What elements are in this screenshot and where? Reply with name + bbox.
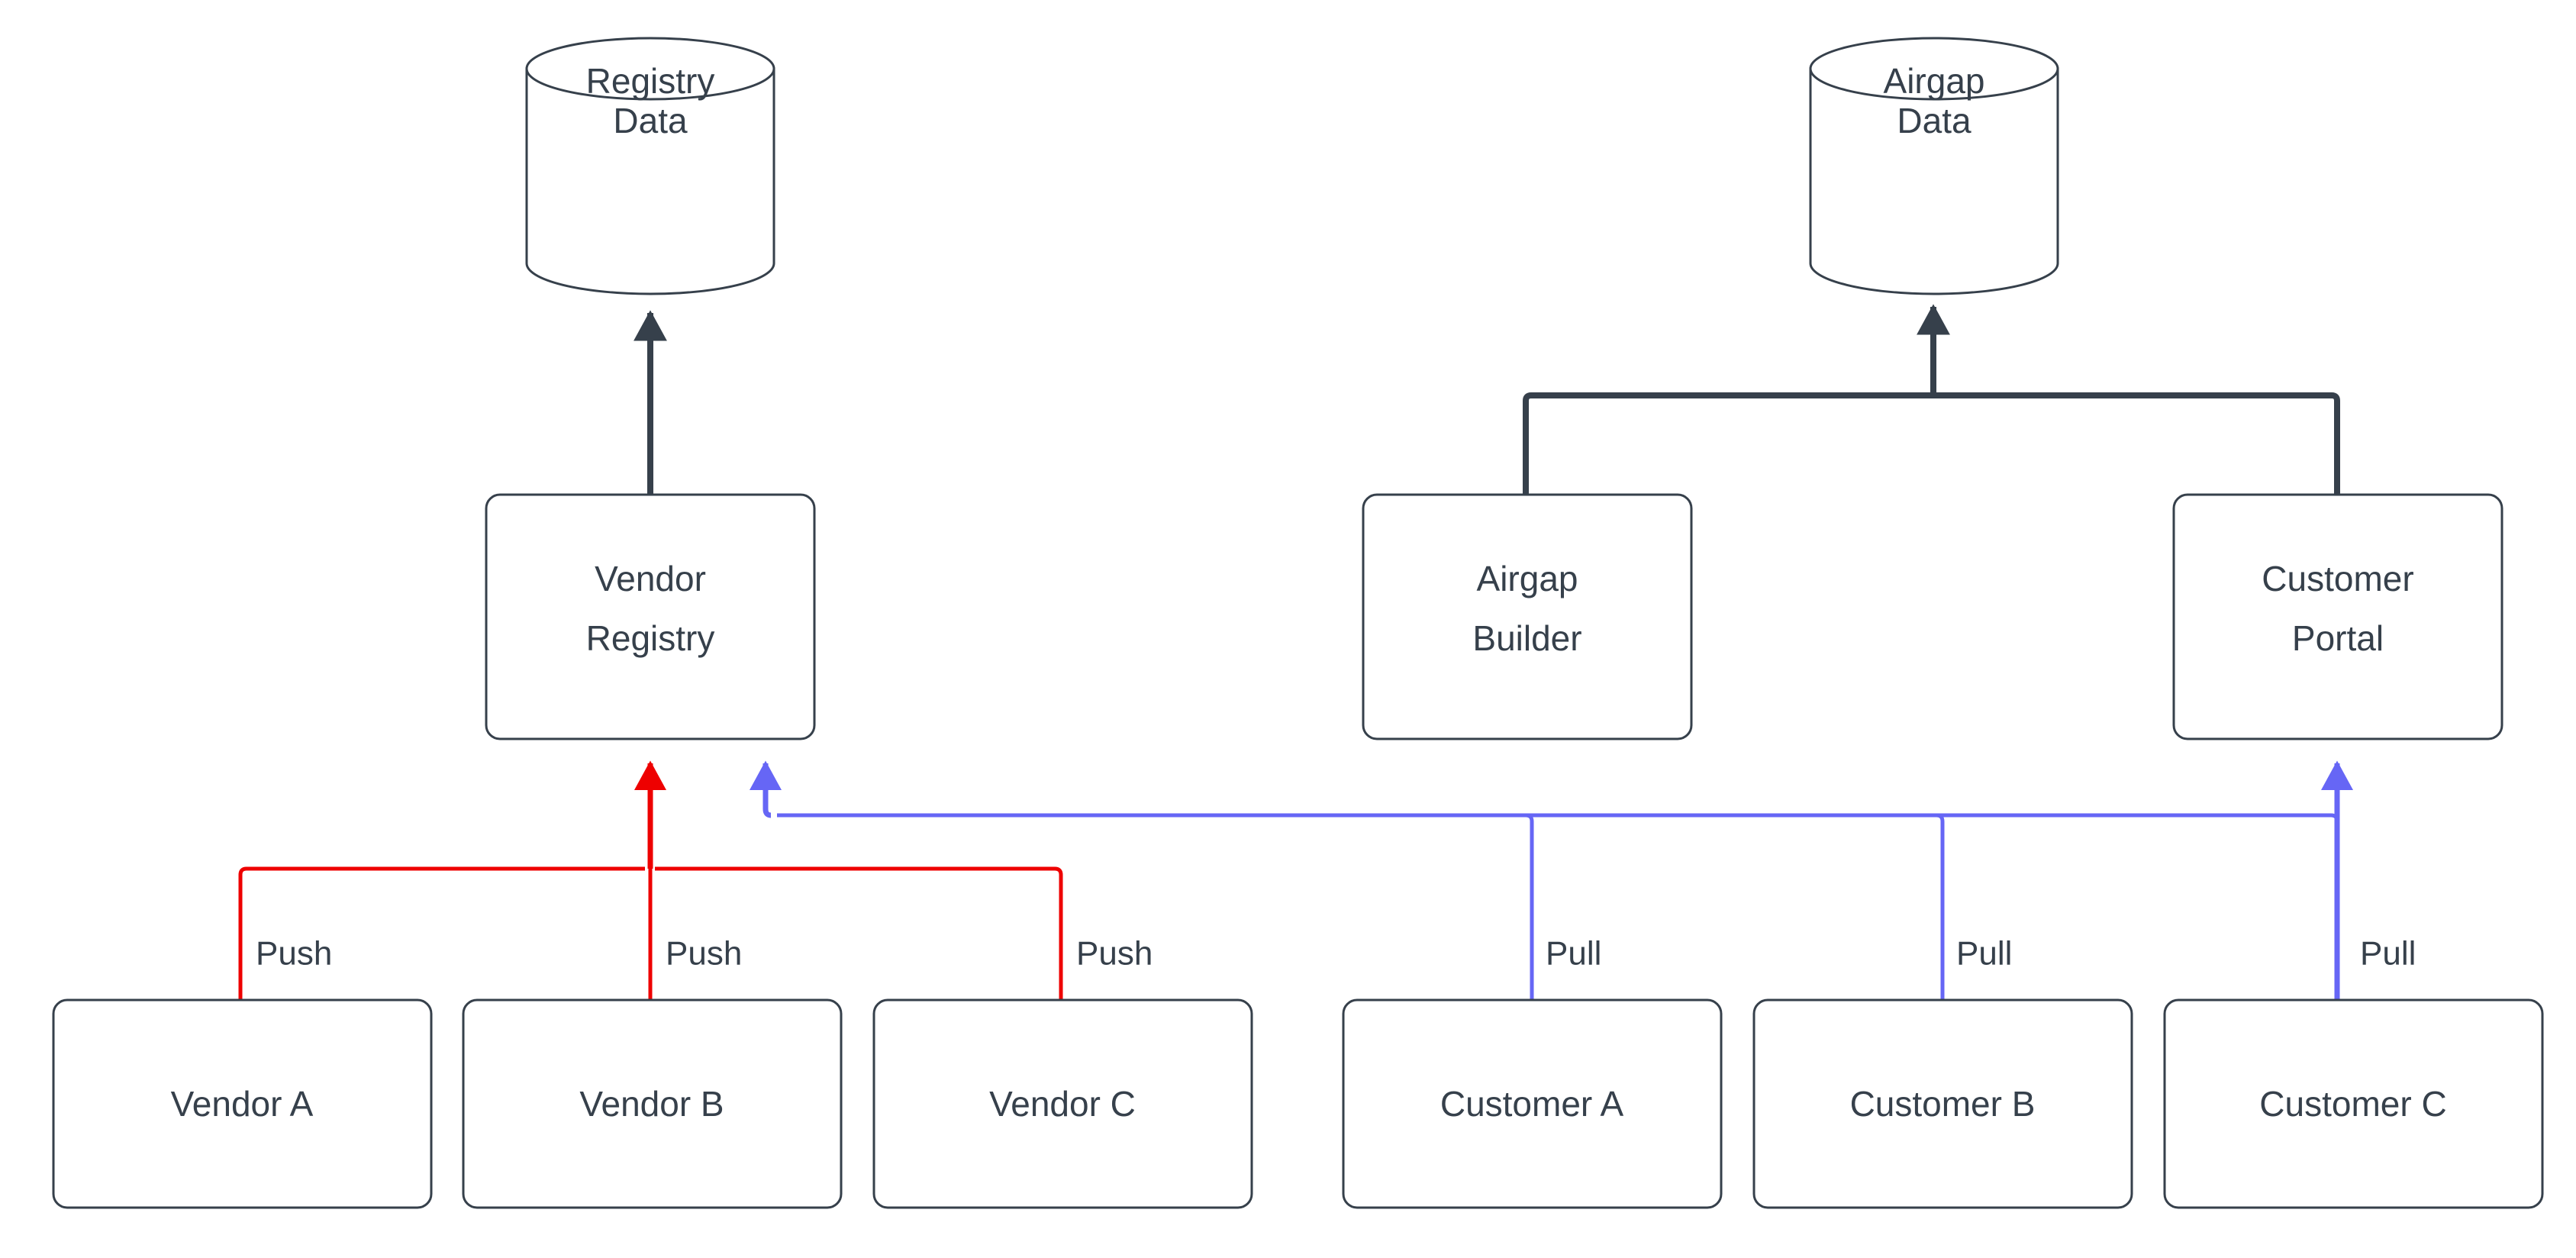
- node-customer-portal[interactable]: Customer Portal: [2172, 493, 2503, 740]
- vendor-registry-label-line2: Registry: [586, 618, 715, 658]
- vendor-registry-label-line1: Vendor: [595, 559, 706, 598]
- edge-label-customer-b-pull: Pull: [1956, 935, 2012, 973]
- node-customer-a[interactable]: Customer A: [1342, 998, 1723, 1209]
- vendor-a-label: Vendor A: [171, 1084, 314, 1124]
- node-airgap-builder[interactable]: Airgap Builder: [1362, 493, 1693, 740]
- edge-customer-a-pull: [777, 813, 1534, 1000]
- customer-portal-label-line2: Portal: [2292, 618, 2384, 658]
- edge-label-vendor-a-push: Push: [256, 935, 332, 973]
- node-vendor-registry[interactable]: Vendor Registry: [485, 493, 816, 740]
- edge-label-customer-a-pull: Pull: [1546, 935, 1601, 973]
- customer-a-label: Customer A: [1440, 1084, 1624, 1124]
- node-vendor-b[interactable]: Vendor B: [462, 998, 843, 1209]
- edge-customer-b-pull: [777, 813, 1945, 1000]
- edge-label-vendor-c-push: Push: [1076, 935, 1153, 973]
- vendor-c-label: Vendor C: [989, 1084, 1136, 1124]
- customer-c-label: Customer C: [2259, 1084, 2446, 1124]
- registry-data-label-line2: Data: [613, 101, 688, 140]
- edge-label-vendor-b-push: Push: [666, 935, 742, 973]
- node-vendor-a[interactable]: Vendor A: [52, 998, 433, 1209]
- edge-vendor-a-push: [238, 866, 645, 1000]
- customer-portal-label-line1: Customer: [2262, 559, 2413, 598]
- airgap-builder-label-line2: Builder: [1472, 618, 1581, 658]
- node-vendor-c[interactable]: Vendor C: [872, 998, 1253, 1209]
- edge-blue-trunk-to-vendor-registry: [750, 760, 782, 818]
- customer-b-label: Customer B: [1850, 1084, 2036, 1124]
- node-registry-data[interactable]: Registry Data: [525, 37, 775, 295]
- airgap-builder-label-line1: Airgap: [1477, 559, 1578, 598]
- airgap-data-label-line1: Airgap: [1884, 61, 1985, 101]
- node-airgap-data[interactable]: Airgap Data: [1809, 37, 2059, 295]
- edge-blue-trunk-right-segment: [777, 813, 2339, 822]
- node-customer-b[interactable]: Customer B: [1752, 998, 2133, 1209]
- edge-label-customer-c-pull: Pull: [2360, 935, 2416, 973]
- edge-vendor-c-push: [655, 866, 1063, 1000]
- edge-customer-portal-to-airgap-data: [1933, 392, 2340, 495]
- node-customer-c[interactable]: Customer C: [2163, 998, 2544, 1209]
- vendor-b-label: Vendor B: [579, 1084, 724, 1124]
- registry-data-label-line1: Registry: [586, 61, 715, 101]
- airgap-data-label-line2: Data: [1897, 101, 1971, 140]
- edge-airgap-builder-to-airgap-data: [1523, 392, 1933, 495]
